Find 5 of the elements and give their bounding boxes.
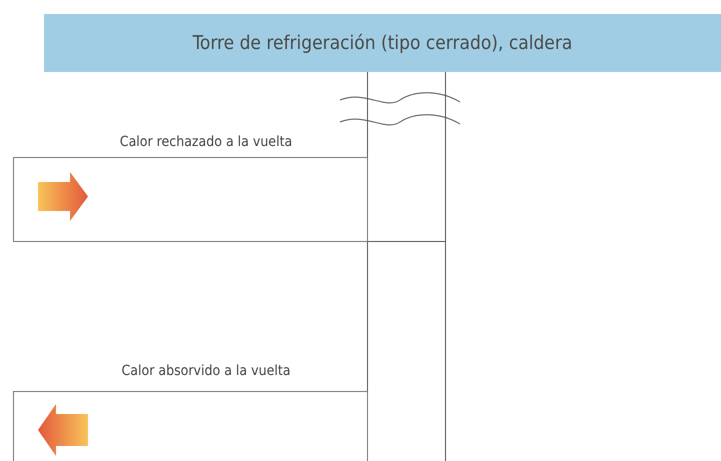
header-band — [44, 14, 721, 72]
box-heading: Calor absorvido a la vuelta — [122, 363, 290, 379]
process-box — [13, 157, 368, 242]
title-text: Torre de refrigeración (tipo cerrado), caldera — [192, 32, 572, 54]
box-heading: Calor rechazado a la vuelta — [120, 134, 292, 150]
